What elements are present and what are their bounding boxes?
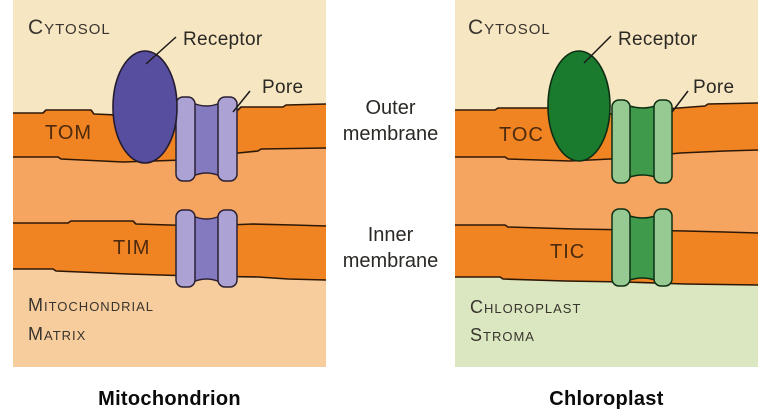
- matrix-region: [13, 269, 326, 367]
- intermembrane-space: [13, 148, 326, 226]
- receptor-ellipse: [547, 50, 611, 162]
- inner-membrane-bottom-edge: [13, 268, 326, 281]
- tim-pore-complex: [175, 209, 238, 288]
- tic-pore-complex: [611, 208, 673, 287]
- tic-label: TIC: [550, 241, 585, 263]
- outer-membrane-label-line1: Outer: [365, 97, 416, 119]
- tom-pore-left-pillar: [175, 96, 196, 182]
- tic-pore-left-pillar: [611, 208, 631, 287]
- tom-pore-complex: [175, 96, 238, 182]
- stroma-label-line1: Chloroplast: [470, 297, 581, 317]
- chloroplast-panel: Cytosol Receptor Pore TOC TIC Chloroplas…: [455, 0, 758, 367]
- tom-label: TOM: [45, 122, 92, 144]
- cytosol-label: Cytosol: [28, 16, 111, 39]
- stroma-label-line2: Stroma: [470, 325, 535, 345]
- tim-pore-left-pillar: [175, 209, 196, 288]
- inner-membrane-top-edge: [455, 224, 758, 234]
- receptor-label: Receptor: [183, 29, 263, 50]
- pore-leader-line: [671, 90, 689, 113]
- tom-pore-channel: [192, 101, 221, 178]
- receptor-leader-line: [145, 36, 177, 65]
- inner-membrane-bottom-edge: [455, 276, 758, 286]
- pore-label: Pore: [262, 77, 303, 98]
- inner-membrane-band: [13, 221, 326, 280]
- inner-membrane-top-edge: [13, 220, 326, 227]
- mitochondrion-caption: Mitochondrion: [98, 388, 241, 410]
- tim-pore-right-pillar: [217, 209, 238, 288]
- pore-label: Pore: [693, 77, 734, 98]
- receptor-leader-line: [583, 35, 612, 64]
- outer-membrane-label: Outer membrane: [326, 95, 455, 147]
- toc-pore-right-pillar: [653, 99, 673, 184]
- receptor-ellipse: [112, 50, 178, 164]
- mitochondrion-panel: Cytosol Receptor Pore TOM TIM Mitochondr…: [13, 0, 326, 367]
- tim-label: TIM: [113, 237, 150, 259]
- cytosol-label: Cytosol: [468, 16, 551, 39]
- inner-membrane-label-line2: membrane: [342, 250, 439, 272]
- pore-leader-line: [232, 90, 251, 113]
- outer-membrane-label-line2: membrane: [342, 123, 439, 145]
- tic-pore-right-pillar: [653, 208, 673, 287]
- outer-membrane-bottom-edge: [455, 149, 758, 162]
- chloroplast-caption: Chloroplast: [549, 388, 664, 410]
- intermembrane-space: [455, 150, 758, 233]
- toc-label: TOC: [499, 124, 544, 146]
- inner-membrane-band: [455, 225, 758, 285]
- tim-pore-channel: [192, 214, 221, 284]
- receptor-label: Receptor: [618, 29, 698, 50]
- inner-membrane-label-line1: Inner: [367, 224, 414, 246]
- matrix-label-line1: Mitochondrial: [28, 295, 154, 315]
- stroma-region: [455, 277, 758, 367]
- inner-membrane-label: Inner membrane: [326, 222, 455, 274]
- tom-pore-right-pillar: [217, 96, 238, 182]
- matrix-label-line2: Matrix: [28, 324, 86, 344]
- toc-pore-left-pillar: [611, 99, 631, 184]
- toc-pore-complex: [611, 99, 673, 184]
